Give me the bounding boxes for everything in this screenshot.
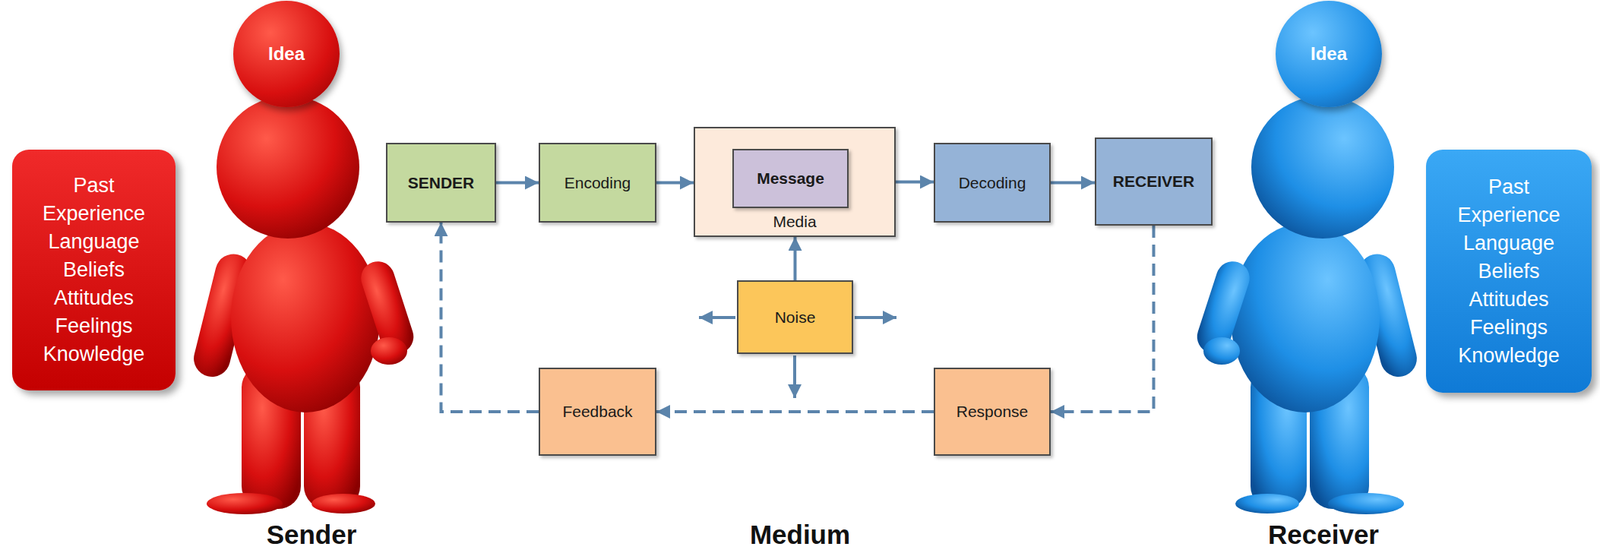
sender-figure	[189, 95, 418, 515]
feedback-box: Feedback	[538, 367, 657, 456]
noise-arrow	[698, 316, 736, 320]
part-label: Receiver	[1267, 519, 1379, 551]
process-box: Decoding	[933, 142, 1051, 223]
flow-arrow	[1050, 181, 1095, 185]
feedback-connector	[1050, 225, 1155, 412]
flow-arrow	[895, 180, 934, 184]
noise-arrow	[854, 316, 897, 320]
node-text: Past Experience Language Beliefs Attitud…	[31, 171, 157, 369]
flow-arrow	[793, 237, 797, 281]
message-box: Message	[732, 148, 849, 209]
node-text: Response	[956, 402, 1029, 421]
node-text: Decoding	[958, 173, 1027, 193]
node-text: SENDER	[407, 173, 475, 193]
node-text: Feedback	[562, 402, 633, 421]
flow-arrow	[656, 181, 694, 185]
node-text: Past Experience Language Beliefs Attitud…	[1446, 173, 1572, 370]
noise-arrow	[793, 355, 797, 399]
feedback-connector	[441, 222, 540, 412]
node-text: Media	[695, 212, 895, 231]
process-box: Encoding	[538, 142, 657, 223]
response-box: Response	[933, 367, 1051, 456]
attribute-list: Past Experience Language Beliefs Attitud…	[1426, 149, 1592, 393]
part-label: Sender	[266, 519, 358, 551]
media-box: Media Message	[693, 126, 896, 238]
node-text: Idea	[268, 43, 305, 65]
node-text: Noise	[774, 308, 816, 327]
process-box: SENDER	[385, 142, 497, 223]
node-text: RECEIVER	[1113, 172, 1195, 191]
flow-arrow	[496, 181, 539, 185]
idea-bubble: Idea	[233, 0, 340, 108]
part-label: Medium	[749, 519, 851, 551]
node-text: Idea	[1310, 43, 1348, 65]
node-text: Encoding	[564, 173, 632, 193]
idea-bubble: Idea	[1275, 0, 1382, 108]
node-text: Message	[756, 169, 825, 188]
process-box: RECEIVER	[1094, 137, 1213, 226]
attribute-list: Past Experience Language Beliefs Attitud…	[12, 149, 176, 391]
receiver-figure	[1192, 95, 1421, 515]
feedback-connector	[656, 410, 934, 414]
noise-box: Noise	[736, 280, 854, 355]
